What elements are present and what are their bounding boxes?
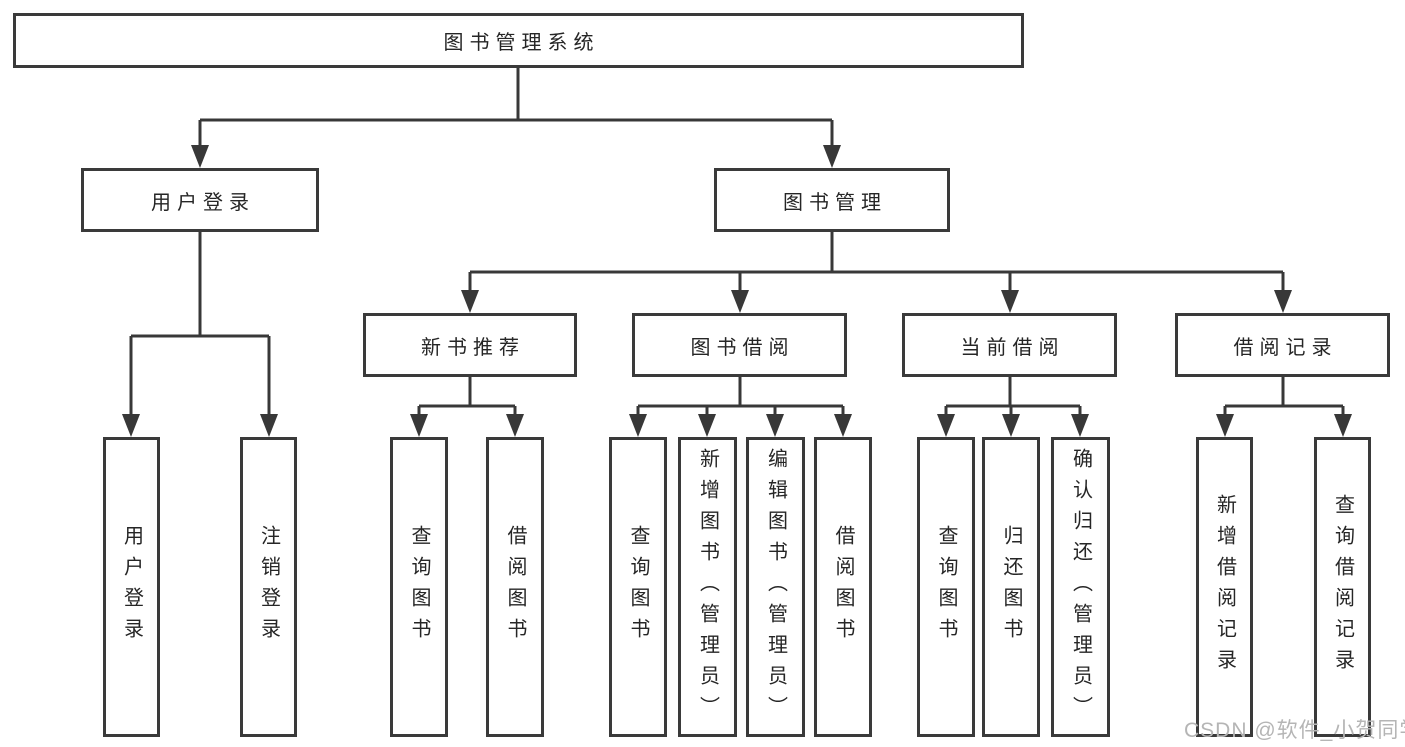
leaf-add-books-admin: 新增图书（管理员） — [678, 437, 737, 737]
node-new-book-recommend: 新书推荐 — [363, 313, 577, 377]
leaf-borrowing-borrow-books: 借阅图书 — [814, 437, 872, 737]
node-book-borrowing: 图书借阅 — [632, 313, 847, 377]
leaf-label: 注销登录 — [257, 525, 280, 649]
leaf-label: 新增图书（管理员） — [696, 447, 719, 727]
node-library-system: 图书管理系统 — [13, 13, 1024, 68]
leaf-label: 查询图书 — [935, 525, 957, 649]
leaf-label: 查询借阅记录 — [1331, 494, 1354, 680]
leaf-query-borrow-record: 查询借阅记录 — [1314, 437, 1371, 737]
leaf-label: 归还图书 — [1000, 525, 1022, 649]
leaf-user-login: 用户登录 — [103, 437, 160, 737]
leaf-logout: 注销登录 — [240, 437, 297, 737]
node-borrow-records: 借阅记录 — [1175, 313, 1390, 377]
leaf-return-books: 归还图书 — [982, 437, 1040, 737]
leaf-current-query-books: 查询图书 — [917, 437, 975, 737]
leaf-label: 查询图书 — [627, 525, 649, 649]
csdn-watermark: CSDN @软件_小贺同学 — [1184, 719, 1405, 742]
leaf-recommend-borrow-books: 借阅图书 — [486, 437, 544, 737]
leaf-label: 新增借阅记录 — [1213, 494, 1236, 680]
leaf-label: 借阅图书 — [504, 525, 526, 649]
leaf-edit-books-admin: 编辑图书（管理员） — [746, 437, 805, 737]
leaf-label: 编辑图书（管理员） — [764, 447, 787, 727]
leaf-recommend-query-books: 查询图书 — [390, 437, 448, 737]
node-book-management: 图书管理 — [714, 168, 950, 232]
leaf-label: 借阅图书 — [832, 525, 854, 649]
node-current-borrowing: 当前借阅 — [902, 313, 1117, 377]
leaf-label: 确认归还（管理员） — [1069, 447, 1092, 727]
arrowheads — [122, 145, 1352, 437]
node-user-login: 用户登录 — [81, 168, 319, 232]
leaf-add-borrow-record: 新增借阅记录 — [1196, 437, 1253, 737]
leaf-label: 用户登录 — [120, 525, 143, 649]
leaf-label: 查询图书 — [408, 525, 430, 649]
leaf-borrowing-query-books: 查询图书 — [609, 437, 667, 737]
leaf-confirm-return-admin: 确认归还（管理员） — [1051, 437, 1110, 737]
